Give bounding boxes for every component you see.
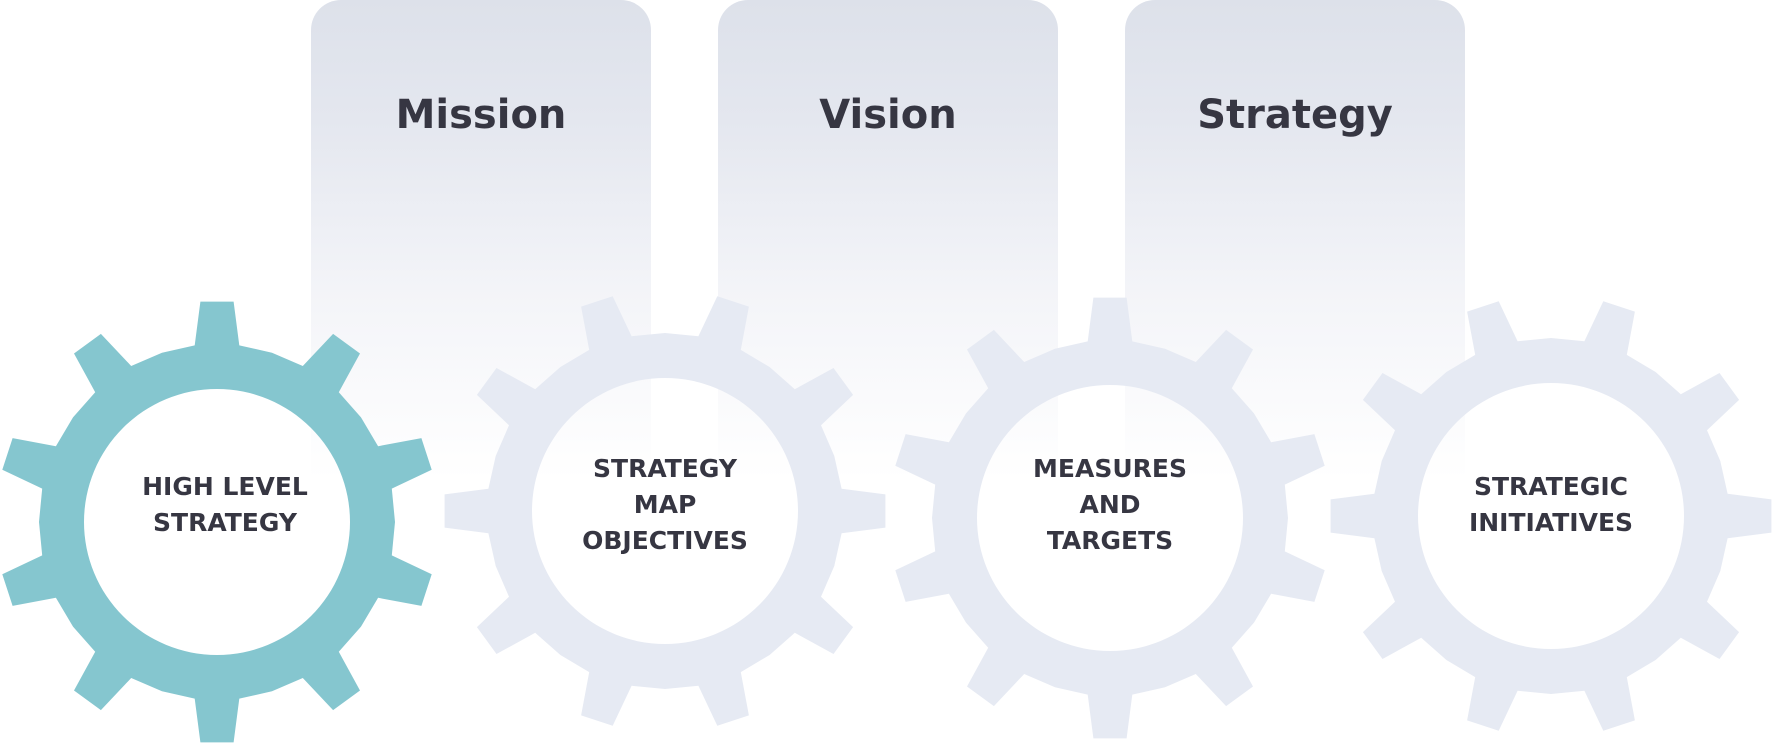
gear-icon (1330, 301, 1772, 731)
label-line: STRATEGIC (1473, 472, 1629, 501)
gear-label-strategy-map-objectives: STRATEGY MAP OBJECTIVES (545, 451, 785, 559)
card-title: Vision (819, 92, 957, 138)
gear-icon (444, 296, 886, 726)
gear-label-measures-and-targets: MEASURES AND TARGETS (990, 451, 1230, 559)
gear-label-high-level-strategy: HIGH LEVEL STRATEGY (105, 469, 345, 541)
card-mission: Mission (311, 0, 651, 480)
gear-icon (2, 301, 432, 743)
label-line: MAP (633, 490, 697, 519)
label-line: INITIATIVES (1468, 508, 1634, 537)
label-line: AND (1079, 490, 1141, 519)
label-line: STRATEGY (153, 508, 297, 537)
label-line: HIGH LEVEL (142, 472, 308, 501)
card-title: Strategy (1197, 92, 1393, 138)
label-line: OBJECTIVES (582, 526, 748, 555)
label-line: STRATEGY (593, 454, 737, 483)
gear-icon (895, 297, 1325, 739)
card-title: Mission (395, 92, 567, 138)
label-line: MEASURES (1033, 454, 1187, 483)
gear-label-strategic-initiatives: STRATEGIC INITIATIVES (1431, 469, 1671, 541)
label-line: TARGETS (1046, 526, 1174, 555)
